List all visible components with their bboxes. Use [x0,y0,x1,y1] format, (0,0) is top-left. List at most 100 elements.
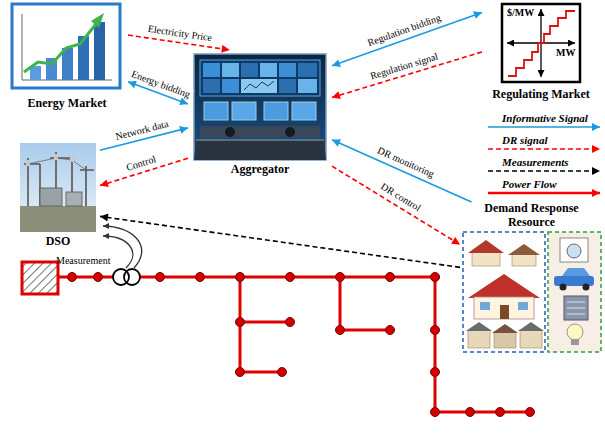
resource-node: Demand Response Resource [460,202,603,354]
market-node: Energy Market [6,2,128,116]
control-room-picture [279,79,296,93]
control-room-picture [298,79,317,93]
distribution-grid [336,273,345,282]
distribution-grid [286,273,295,282]
control-room-picture [241,63,258,77]
distribution-grid [496,408,505,417]
demand-response-pictures [567,244,581,258]
dso-node: DSO [16,140,100,254]
demand-response-pictures [468,274,540,298]
node-label: DSO [46,235,71,249]
control-room-picture [222,79,239,93]
demand-response-pictures [492,324,518,333]
control-room-picture [204,102,228,120]
distribution-grid [431,273,440,282]
demand-response-pictures [500,305,509,319]
control-room-picture [203,63,220,77]
edge-label: DR monitoring [374,144,438,180]
legend-sample [488,148,600,150]
demand-response-pictures [564,296,588,320]
energy-market-icon [94,22,105,80]
distribution-grid [431,368,440,377]
substation-picture [20,143,96,232]
control-room-picture [260,63,277,77]
demand-response-pictures [468,330,490,348]
regulating-market-chart [508,11,575,76]
control-room-picture [225,127,235,137]
legend-text: Measurements [502,156,569,169]
edge-label: Regulation bidding [364,11,444,49]
distribution-grid [236,273,245,282]
distribution-grid [156,273,165,282]
distribution-grid [94,273,103,282]
legend-text: DR signal [502,134,548,147]
edge-label: Regulation signal [367,50,441,82]
demand-response-pictures [518,322,544,331]
distribution-grid [236,318,245,327]
control-room-picture [264,102,288,120]
demand-response-pictures [494,332,516,348]
demand-response-pictures [567,324,583,340]
legend-sample [488,126,600,128]
demand-response-pictures [466,322,492,331]
energy-market-icon [22,14,23,80]
legend-text: Power Flow [502,178,557,191]
substation-picture [20,206,96,232]
demand-response-pictures [468,240,504,253]
legend-samples [488,127,600,193]
control-room-picture [222,63,239,77]
substation-picture [24,152,94,206]
distribution-grid [22,262,535,417]
energy-market-icon [12,4,120,88]
node-label: Energy Market [28,97,107,111]
control-room-picture [200,126,320,138]
demand-response-pictures [571,339,579,345]
control-room-picture [279,63,296,77]
demand-response-pictures [518,302,528,310]
energy-market-icon [12,4,120,88]
energy-market-icon [24,24,96,72]
connector [100,216,460,267]
distribution-grid [68,273,77,282]
demand-response-pictures [463,232,601,352]
control-room-picture [200,60,320,96]
distribution-grid [386,273,395,282]
demand-response-pictures [583,284,590,291]
distribution-grid [386,326,395,335]
distribution-grid [236,368,245,377]
substation-picture [54,154,58,160]
substation-picture [40,188,62,206]
market-node: $/MWMWRegulating Market [482,2,600,106]
legend-sample [488,192,600,194]
demand-response-pictures [560,238,588,262]
energy-market-icon [91,13,104,28]
node-label: Regulating Market [492,88,590,102]
regulating-market-chart [502,4,580,82]
control-room-picture [196,140,324,141]
distribution-grid [22,262,58,294]
demand-response-pictures [567,302,585,303]
demand-response-pictures [480,302,490,310]
substation-picture [66,192,82,206]
demand-response-pictures [520,330,542,348]
edge-label: Energy bidding [129,67,194,100]
control-room-picture [244,81,274,90]
connector-group [100,12,482,267]
distribution-grid [526,408,535,417]
connector [332,166,460,244]
demand-response-pictures [567,314,585,315]
substation-picture [20,143,96,232]
demand-response-pictures [512,254,536,266]
control-room-picture [194,140,326,160]
control-room-picture [285,127,295,137]
demand-response-pictures [508,244,540,255]
distribution-grid [68,273,535,417]
connector [332,12,482,65]
demand-response-pictures [548,232,601,352]
demand-response-pictures [474,297,534,319]
distribution-grid [58,277,530,412]
distribution-grid [431,326,440,335]
node-label: Aggregator [231,163,289,177]
edge-label: Network data [112,117,171,142]
control-room-picture [241,79,277,93]
